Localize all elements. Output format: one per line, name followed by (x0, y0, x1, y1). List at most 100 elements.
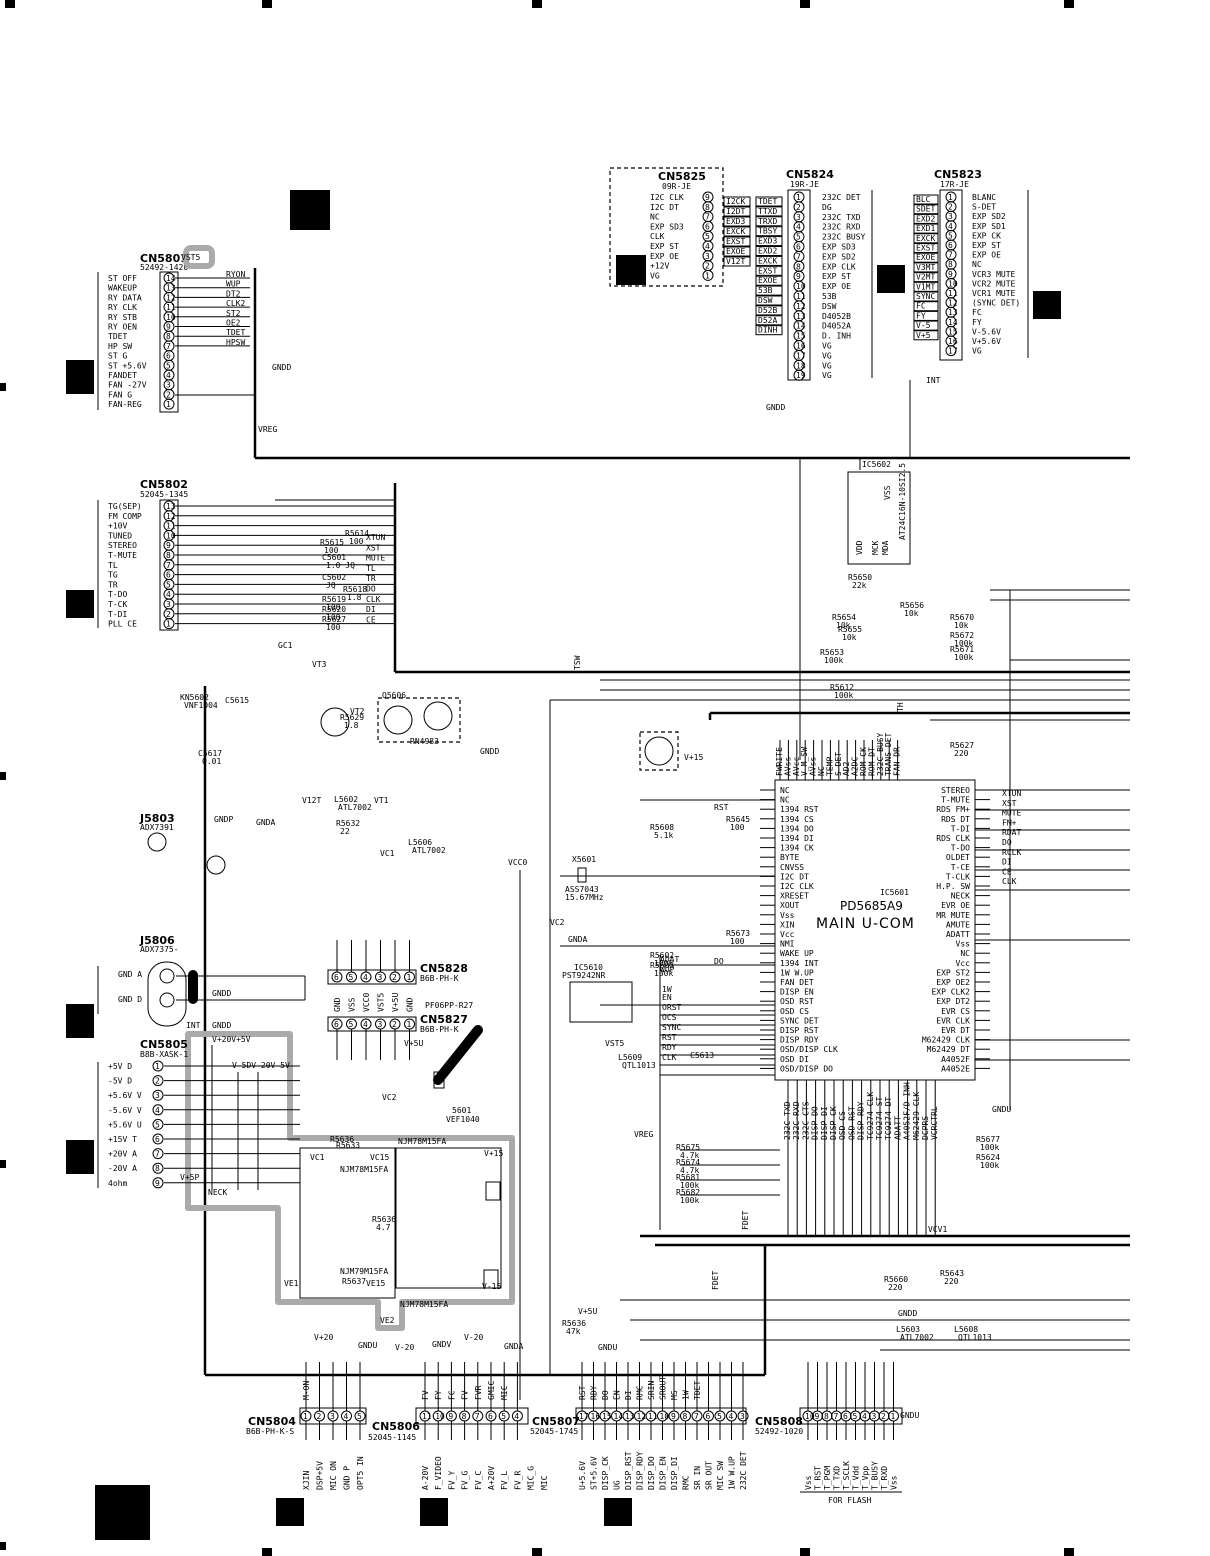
svg-text:52492-1420: 52492-1420 (140, 263, 188, 272)
cn5802-pin-label: +10V (108, 522, 127, 531)
ic-left-pin: OSD DI (780, 1055, 809, 1064)
cn5804-pins-pin-num: 1 (303, 1412, 308, 1421)
cn5823-pin-label: EXP CK (972, 231, 1001, 240)
cn5828-pin-num: 4 (363, 973, 368, 982)
cn5825-pin-num: 4 (705, 242, 710, 251)
cn5806b-pin-label: MIC (540, 1475, 549, 1490)
cn5805-pin-label: +15V T (108, 1135, 137, 1144)
cn5825-net: EXOE (726, 247, 745, 256)
component-value: 47k (566, 1327, 581, 1336)
cn5805-pin-num: 2 (155, 1077, 160, 1086)
cn5824-pin-label: EXP OE (822, 282, 851, 291)
cn5807-net: RMC (636, 1385, 645, 1400)
cn5823-pin (945, 345, 957, 357)
cn5801-pin-label: RY STB (108, 313, 137, 322)
cn5827-pin-label: GND (406, 997, 415, 1012)
ic-right-pin: T-DO (951, 844, 970, 853)
cn5807-pin-label: DISP_DI (670, 1456, 679, 1490)
svg-text:1W: 1W (662, 985, 672, 994)
svg-text:CN5823: CN5823 (934, 168, 982, 181)
ic-right-pin: MR MUTE (936, 911, 970, 920)
cn5801-pin-label: ST +5.6V (108, 361, 147, 370)
cn5804-pins-pin-num: 4 (344, 1412, 349, 1421)
ic-right-pin: AMUTE (946, 920, 970, 929)
svg-text:SYNC: SYNC (662, 1023, 681, 1032)
component-value: 100k (654, 959, 673, 968)
component-ref: R5643 (940, 1269, 964, 1278)
svg-text:B6B-PH-K: B6B-PH-K (420, 974, 459, 983)
cn5805-pin-label: -20V A (108, 1164, 137, 1173)
svg-text:FOR FLASH: FOR FLASH (828, 1496, 872, 1505)
ic-left-pin: XRESET (780, 892, 809, 901)
cn5825-pin-label: I2C CLK (650, 193, 684, 202)
cn5806b-pins-pin-num: 4 (514, 1412, 519, 1421)
svg-text:52045-1745: 52045-1745 (530, 1427, 578, 1436)
cn5823-pin-num: 3 (948, 212, 953, 221)
cn5824-net: EXD3 (758, 237, 777, 246)
svg-text:CN5828: CN5828 (420, 962, 468, 975)
cn5823-net: V2MT (916, 273, 935, 282)
cn5824-pin-label: VG (822, 371, 832, 380)
cn5801-net: DT2 (226, 289, 241, 298)
cn5801-pin-num: 9 (166, 323, 171, 332)
cn5824-pin-label: D4052A (822, 322, 851, 331)
svg-text:ORST: ORST (662, 1003, 681, 1012)
ic-right-pin: H.P. SW (936, 882, 970, 891)
cn5802-pin (163, 618, 175, 630)
ic-right-pin: Vss (956, 940, 971, 949)
component-value: 100k (954, 653, 973, 662)
svg-text:GND D: GND D (118, 995, 142, 1004)
cn5801-pin-label: FAN G (108, 390, 132, 399)
cn5802-pin-num: 12 (166, 512, 176, 521)
cn5802-pin-label: TG (108, 571, 118, 580)
cn5805-pin-num: 1 (155, 1062, 160, 1071)
component-value: 100 (326, 603, 341, 612)
component-value: 22 (340, 827, 350, 836)
component-ref: R5653 (820, 648, 844, 657)
svg-text:GNDU: GNDU (358, 1341, 377, 1350)
cn5801-pin-num: 6 (166, 352, 171, 361)
registration-marks (0, 0, 1074, 1556)
ic-left-pin: DISP RST (780, 1026, 819, 1035)
ic-left-pin: FAN DET (780, 978, 814, 987)
cn5808-pins-pin-num: 6 (843, 1412, 848, 1421)
svg-text:FDET: FDET (741, 1211, 750, 1230)
ic-right-pin: M62429 CLK (922, 1036, 970, 1045)
cn5823-net: FY (916, 311, 926, 320)
component-value: 100k (654, 969, 673, 978)
cn5805-pin-num: 7 (155, 1150, 160, 1159)
component-value: 0.01 (202, 757, 221, 766)
cn5806b-net: FVR (474, 1385, 483, 1400)
svg-text:CLK: CLK (662, 1053, 677, 1062)
cn5824-pin-label: 232C TXD (822, 213, 861, 222)
cn5802-pin-label: T-CK (108, 600, 127, 609)
cn5806b-pins-pin-num: 5 (501, 1412, 506, 1421)
ic-left-pin: 1394 CK (780, 844, 814, 853)
cn5824-pin-num: 5 (796, 233, 801, 242)
cn5827-pin-num: 5 (349, 1020, 354, 1029)
svg-text:PST9242NR: PST9242NR (562, 971, 606, 980)
cn5801-pin-num: 12 (166, 293, 176, 302)
cn5801-net: OE2 (226, 319, 241, 328)
ic-right-net: XST (1002, 799, 1017, 808)
cn5824-net: EXST (758, 266, 777, 275)
cn5823-pin-label: EXP SD2 (972, 212, 1006, 221)
cn5801-pin-num: 2 (166, 390, 171, 399)
component-value: 100k (980, 1161, 999, 1170)
component-value: 1.8 (347, 593, 362, 602)
svg-text:VC1: VC1 (310, 1153, 325, 1162)
component-value: 220 (954, 749, 969, 758)
ic-right-pin: EXP ST2 (936, 968, 970, 977)
svg-text:J5806: J5806 (139, 934, 175, 947)
component-value: ATL7002 (412, 846, 446, 855)
svg-text:GNDV: GNDV (432, 1340, 451, 1349)
component-ref: L5609 (618, 1053, 642, 1062)
component-ref: R5632 (336, 819, 360, 828)
cn5801-pin-label: RY CLK (108, 303, 137, 312)
component-ref: R5618 (343, 585, 367, 594)
component-ref: R5636 (562, 1319, 586, 1328)
svg-text:VDD: VDD (855, 540, 864, 555)
cn5823-pin-num: 12 (948, 299, 958, 308)
